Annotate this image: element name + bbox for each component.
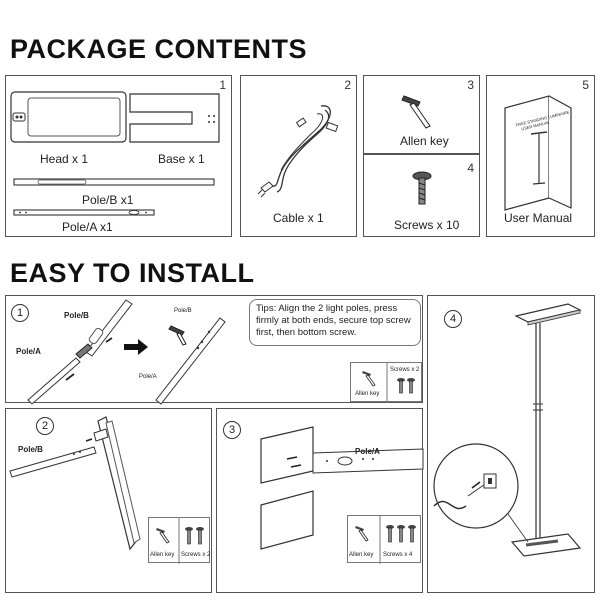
pole-a-label: Pole/A <box>355 447 380 456</box>
allen-key-icon <box>401 95 431 129</box>
pole-a-label: Pole/A x1 <box>62 220 113 234</box>
package-box-4: 4 Screws x 10 <box>363 154 480 237</box>
tip-box: Tips: Align the 2 light poles, press fir… <box>249 299 421 346</box>
screws-label: Screws x 2 <box>181 552 211 558</box>
pole-b-label: Pole/B <box>18 445 43 454</box>
step-number: 3 <box>223 421 241 439</box>
cable-label: Cable x 1 <box>273 211 324 225</box>
package-box-3: 3 Allen key <box>363 75 480 154</box>
screws-label: Screws x 2 <box>390 367 420 373</box>
screw-icon <box>412 171 432 205</box>
step-number: 4 <box>444 310 462 328</box>
step-1-illustration <box>27 299 226 405</box>
step-3-illustration <box>260 426 424 550</box>
package-box-1: 1 Head x 1 Base x 1 Pole/B x1 Pole/A x1 <box>5 75 232 237</box>
allen-key-label: Allen key <box>349 552 374 558</box>
package-box-2: 2 Cable x 1 <box>240 75 357 237</box>
box-number: 3 <box>467 78 474 92</box>
step-2-illustration <box>9 416 141 551</box>
pole-a-label-2: Pole/A <box>139 374 157 380</box>
screw-icon <box>386 525 416 543</box>
allen-key-label: Allen key <box>355 391 380 397</box>
base-label: Base x 1 <box>158 152 205 166</box>
install-step-4: 4 <box>427 295 595 593</box>
allen-key-icon <box>156 518 204 564</box>
assembled-floor-lamp-illustration <box>433 303 582 557</box>
box-number: 2 <box>344 78 351 92</box>
screw-icon <box>397 378 415 394</box>
install-step-2: 2 Pole/B Allen key Screws x 2 <box>5 408 212 593</box>
pole-b-label: Pole/B <box>64 311 89 320</box>
package-contents-heading: PACKAGE CONTENTS <box>10 34 308 64</box>
screw-icon <box>185 527 204 545</box>
screws-label: Screws x 10 <box>394 218 460 232</box>
package-box-5: 5 FREE STANDING LUMINAIRE USER MANUAL Us… <box>486 75 595 237</box>
box-number: 5 <box>582 78 589 92</box>
step-1-parts: Allen key Screws x 2 <box>350 362 422 403</box>
pole-b-label: Pole/B x1 <box>82 193 134 207</box>
easy-to-install-heading: EASY TO INSTALL <box>10 258 255 288</box>
allen-key-label: Allen key <box>400 134 449 148</box>
head-label: Head x 1 <box>40 152 89 166</box>
allen-key-label: Allen key <box>150 552 175 558</box>
pole-a-label: Pole/A <box>16 347 41 356</box>
pole-b-label-2: Pole/B <box>174 308 192 314</box>
install-step-3: 3 Pole/A Allen key Screws x 4 <box>216 408 424 593</box>
install-step-1: 1 Pole/B Pole/A Pole/B Pole/A Tips: Alig… <box>5 295 423 405</box>
user-manual-icon <box>504 95 572 211</box>
box-number: 1 <box>219 78 226 92</box>
step-number: 1 <box>11 304 29 322</box>
head-and-base-illustration <box>10 91 220 216</box>
cable-icon <box>257 105 339 198</box>
box-number: 4 <box>467 161 474 175</box>
step-number: 2 <box>36 417 54 435</box>
allen-key-icon <box>355 516 416 564</box>
step-3-parts: Allen key Screws x 4 <box>347 515 421 564</box>
plug-icon <box>483 473 497 489</box>
step-2-parts: Allen key Screws x 2 <box>148 517 211 564</box>
screws-label: Screws x 4 <box>383 552 413 558</box>
user-manual-label: User Manual <box>504 211 573 225</box>
allen-key-icon <box>362 363 415 403</box>
